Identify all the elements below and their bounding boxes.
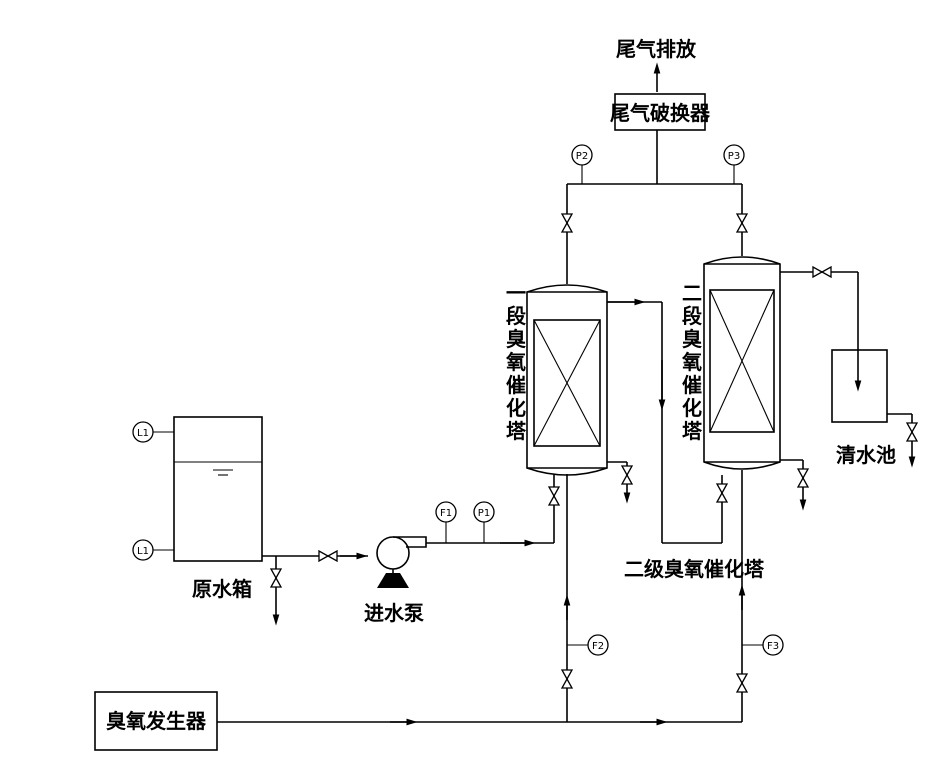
tower2-label: 二段臭氧催化塔 bbox=[681, 281, 703, 443]
pressure-gauge-p3 bbox=[723, 144, 745, 166]
tower2-ozone-valve bbox=[736, 673, 748, 693]
p2-label: P2 bbox=[576, 151, 588, 162]
tower1-gas-valve bbox=[561, 213, 573, 233]
f3-label: F3 bbox=[767, 641, 779, 652]
pool-drain-valve bbox=[906, 422, 918, 442]
tower2-gas-valve bbox=[736, 213, 748, 233]
flow-meter-f1 bbox=[435, 501, 457, 523]
tower2-vessel bbox=[703, 256, 781, 470]
f2-label: F2 bbox=[592, 641, 604, 652]
f1-label: F1 bbox=[440, 508, 452, 519]
tower2-drain-valve bbox=[797, 468, 809, 488]
exhaust-breaker-label: 尾气破换器 bbox=[610, 101, 711, 125]
p3-label: P3 bbox=[728, 151, 740, 162]
tower1-label: 一段臭氧催化塔 bbox=[505, 281, 527, 443]
tower1-ozone-valve bbox=[561, 669, 573, 689]
ozone-generator-box bbox=[94, 691, 218, 751]
tower1-drain-valve bbox=[621, 465, 633, 485]
ozone-generator-label: 臭氧发生器 bbox=[106, 709, 207, 733]
tower2-outlet-valve bbox=[812, 266, 832, 278]
feed-pump bbox=[376, 536, 427, 588]
pressure-gauge-p2 bbox=[571, 144, 593, 166]
l1-bottom-label: L1 bbox=[137, 546, 149, 557]
tower1-vessel bbox=[526, 284, 608, 476]
tower1-inlet-valve bbox=[548, 486, 560, 506]
exhaust-emission-label: 尾气排放 bbox=[616, 37, 697, 61]
level-gauge-l1-bottom bbox=[132, 539, 154, 561]
tower2-bottom-label: 二级臭氧催化塔 bbox=[624, 557, 765, 581]
raw-water-tank-label: 原水箱 bbox=[192, 577, 252, 601]
p1-label: P1 bbox=[478, 508, 490, 519]
clear-water-pool-box bbox=[831, 349, 888, 423]
clear-water-pool-label: 清水池 bbox=[836, 443, 896, 467]
pressure-gauge-p1 bbox=[473, 501, 495, 523]
raw-water-tank-box bbox=[173, 416, 263, 562]
exhaust-breaker-box bbox=[614, 93, 706, 131]
flow-meter-f2 bbox=[587, 634, 609, 656]
tank-outlet-valve bbox=[318, 550, 338, 562]
tower2-inlet-valve bbox=[716, 483, 728, 503]
flow-meter-f3 bbox=[762, 634, 784, 656]
level-gauge-l1-top bbox=[132, 421, 154, 443]
feed-pump-label: 进水泵 bbox=[364, 601, 424, 625]
tank-drain-valve bbox=[270, 568, 282, 588]
l1-top-label: L1 bbox=[137, 428, 149, 439]
